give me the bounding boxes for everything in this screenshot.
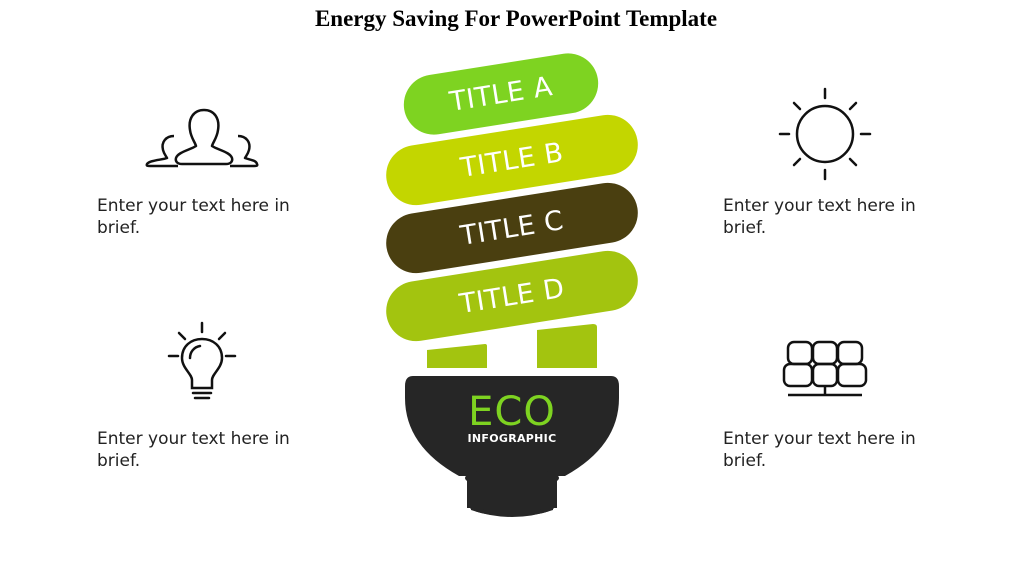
- pill-label: TITLE D: [457, 272, 567, 320]
- item-text-solar-panel: Enter your text here in brief.: [723, 429, 916, 471]
- eco-subtitle: INFOGRAPHIC: [467, 432, 557, 445]
- pill-label: TITLE C: [458, 204, 566, 252]
- item-text-sun: Enter your text here in brief.: [723, 196, 916, 238]
- pill-label: TITLE A: [447, 70, 555, 118]
- slide-title: Energy Saving For PowerPoint Template: [314, 6, 718, 31]
- sun-icon: [778, 87, 872, 181]
- eco-title: ECO: [468, 389, 556, 435]
- item-text-people: Enter your text here in brief.: [97, 196, 290, 238]
- pill-label: TITLE B: [458, 136, 566, 184]
- bulb-leg-left: [427, 344, 487, 368]
- bulb-base: [405, 376, 619, 517]
- bulb-leg-right: [537, 324, 597, 368]
- solar-panel-icon: [782, 340, 868, 397]
- people-icon: [145, 108, 259, 168]
- item-text-lightbulb: Enter your text here in brief.: [97, 429, 290, 471]
- lightbulb-icon: [167, 321, 237, 400]
